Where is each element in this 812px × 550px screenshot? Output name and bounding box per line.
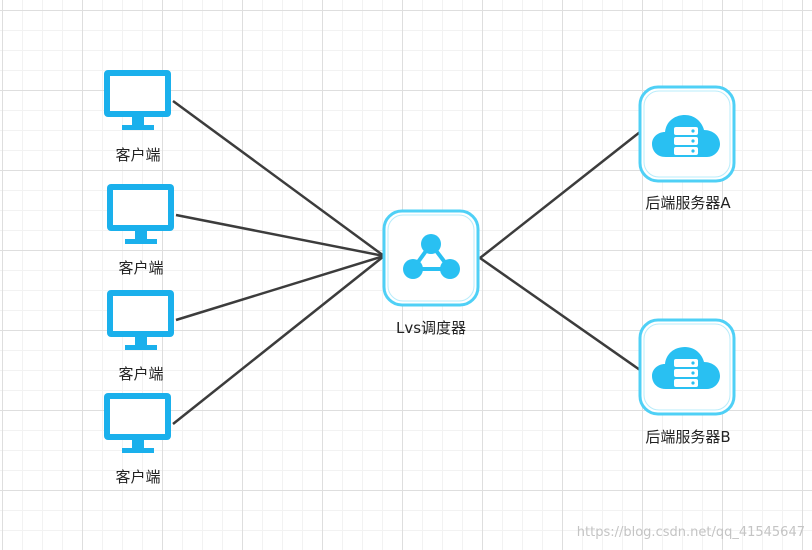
server-frame-inner <box>643 323 731 411</box>
server-node-a: 后端服务器A <box>638 85 736 212</box>
connector-client-4-scheduler <box>172 255 385 425</box>
scheduler-node: Lvs调度器 <box>382 209 480 337</box>
server-node-b: 后端服务器B <box>638 318 736 446</box>
connector-client-3-scheduler <box>175 254 385 322</box>
client-label: 客户端 <box>115 146 160 164</box>
client-node: 客户端 <box>107 184 174 277</box>
server-frame-inner <box>643 90 731 178</box>
connector-scheduler-server-b <box>479 256 641 372</box>
scheduler-label: Lvs调度器 <box>396 319 466 337</box>
connectors <box>172 99 641 425</box>
load-balancer-icon <box>403 234 460 279</box>
server-label: 后端服务器B <box>645 428 730 446</box>
client-node: 客户端 <box>107 290 174 383</box>
connector-client-2-scheduler <box>175 213 385 258</box>
scheduler-frame-inner <box>387 214 475 302</box>
scheduler-frame <box>382 209 480 307</box>
client-node: 客户端 <box>104 393 171 486</box>
cloud-server-icon <box>652 115 720 157</box>
monitor-icon <box>104 70 171 130</box>
connector-scheduler-server-a <box>479 131 641 259</box>
monitor-icon <box>107 290 174 350</box>
watermark-text: https://blog.csdn.net/qq_41545647 <box>577 525 805 540</box>
server-label: 后端服务器A <box>645 194 731 212</box>
cloud-server-icon <box>652 347 720 389</box>
monitor-icon <box>107 184 174 244</box>
monitor-icon <box>104 393 171 453</box>
client-label: 客户端 <box>118 259 163 277</box>
client-label: 客户端 <box>118 365 163 383</box>
client-node: 客户端 <box>104 70 171 164</box>
connector-client-1-scheduler <box>172 99 385 258</box>
client-label: 客户端 <box>115 468 160 486</box>
